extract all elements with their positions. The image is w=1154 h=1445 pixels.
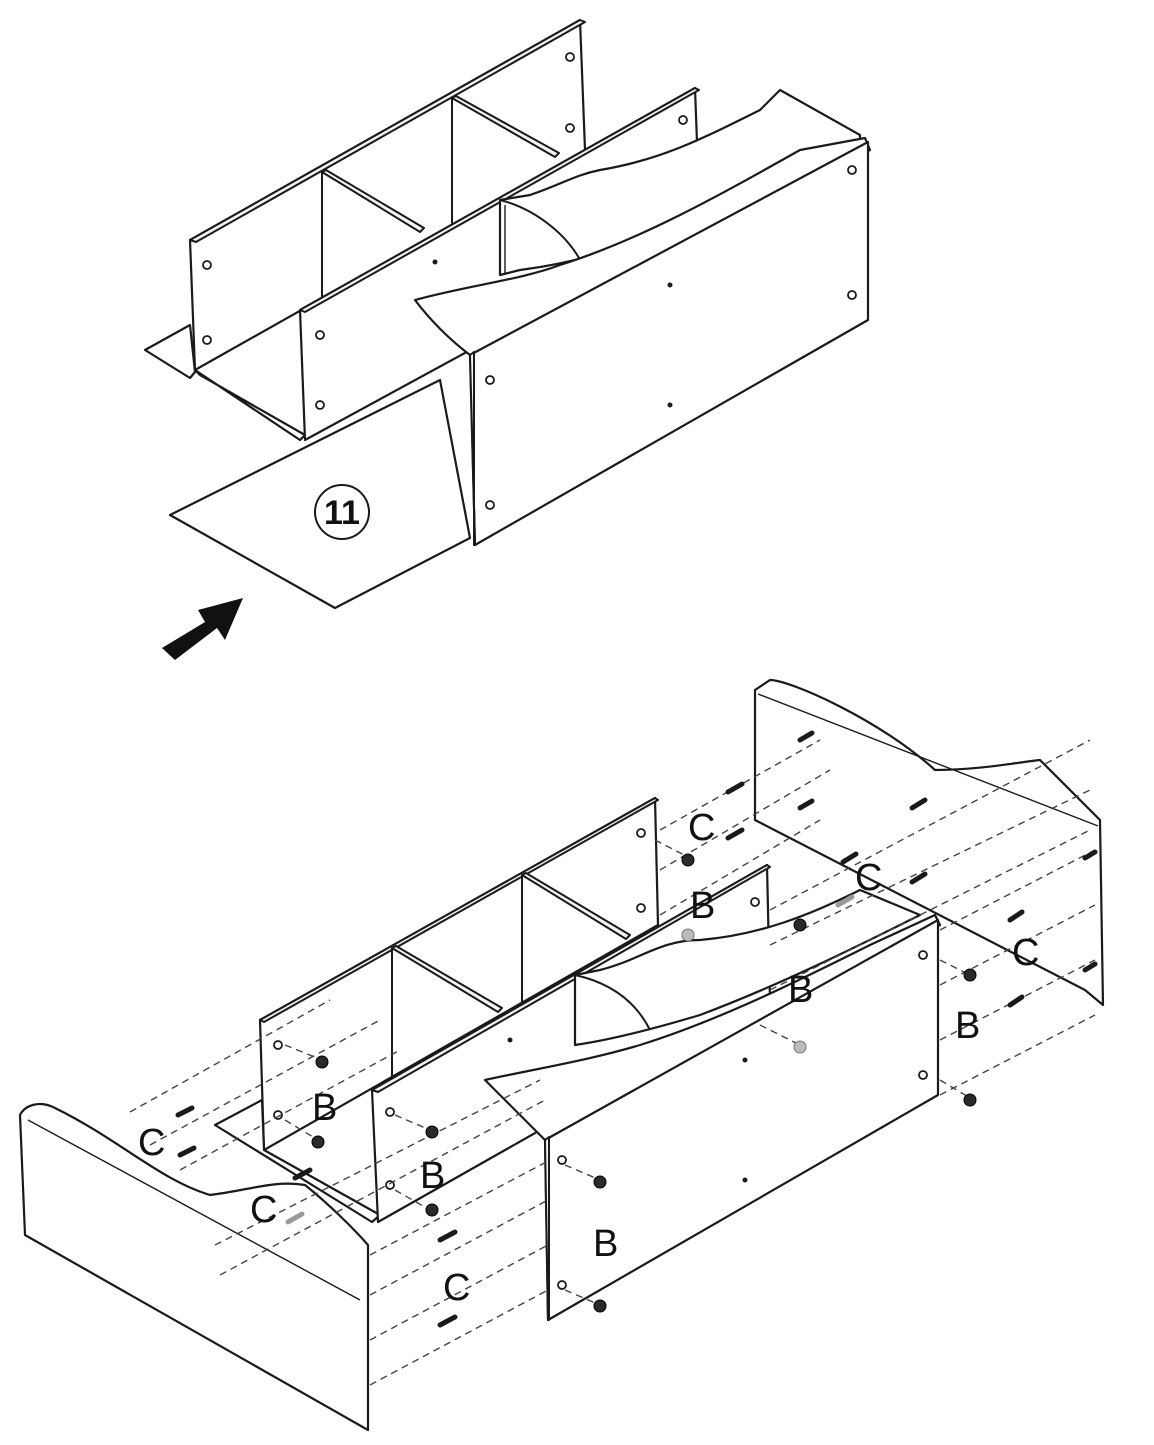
label-b: B <box>593 1223 618 1265</box>
top-assembly: 11 <box>143 18 872 660</box>
label-c: C <box>855 857 882 899</box>
alignment-lines-right <box>654 739 1096 1099</box>
label-b: B <box>312 1087 337 1129</box>
label-c: C <box>1012 932 1039 974</box>
label-c: C <box>688 807 715 849</box>
right-end-panel <box>753 678 1105 1007</box>
label-b: B <box>788 969 813 1011</box>
left-end-panel <box>18 1102 370 1432</box>
step-number: 11 <box>324 494 360 532</box>
part-labels: C C C C C C B B B B B B <box>138 807 1039 1309</box>
label-b: B <box>690 885 715 927</box>
bottom-front-panel <box>483 913 942 1322</box>
top-left-shelf-panel <box>188 18 587 372</box>
insert-arrow <box>162 598 243 660</box>
label-b: B <box>420 1155 445 1197</box>
bottom-compartments <box>391 872 631 1080</box>
label-c: C <box>250 1189 277 1231</box>
dowels <box>175 730 1098 1328</box>
top-base-plate <box>143 323 197 380</box>
top-compartments <box>321 95 560 310</box>
top-bottom-panel[interactable]: 11 <box>168 378 472 610</box>
alignment-lines-left <box>129 999 601 1386</box>
label-c: C <box>138 1122 165 1164</box>
bottom-assembly: C C C C C C B B B B B B <box>18 678 1105 1432</box>
bottom-base-plate <box>213 1098 382 1224</box>
bottom-shelf-panel <box>258 796 660 1152</box>
label-c: C <box>443 1267 470 1309</box>
bottom-curved-panel <box>573 888 922 1047</box>
step-number-badge <box>314 484 370 540</box>
cam-bolts <box>311 853 977 1313</box>
label-b: B <box>955 1005 980 1047</box>
top-front-panel <box>413 136 872 547</box>
